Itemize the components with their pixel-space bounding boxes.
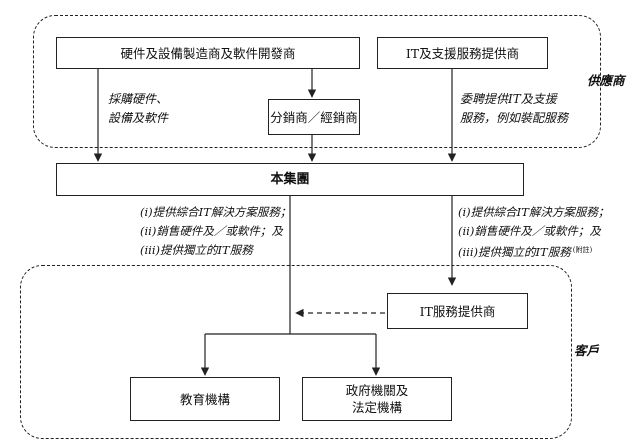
hardware-software-supplier-label: 硬件及設備製造商及軟件開發商 [120, 45, 296, 61]
right-service-3-row: (iii)提供獨立的IT服務(附註) [458, 241, 609, 262]
group-label: 本集團 [270, 172, 310, 187]
procure-label-line2: 設備及軟件 [108, 111, 169, 125]
procure-label-line1: 採購硬件、 [108, 92, 169, 106]
hardware-software-supplier-box: 硬件及設備製造商及軟件開發商 [56, 37, 360, 69]
outsource-label-line1: 委聘提供IT及支援 [460, 92, 557, 106]
suppliers-region-label: 供應商 [587, 73, 625, 88]
group-box: 本集團 [56, 163, 524, 196]
outsource-label-line2: 服務，例如裝配服務 [460, 111, 569, 125]
right-service-2: (ii)銷售硬件及／或軟件；及 [458, 224, 601, 238]
right-service-1: (i)提供綜合IT解決方案服務； [458, 205, 610, 219]
government-label-line1: 政府機關及 [345, 383, 409, 398]
right-services-label: (i)提供綜合IT解決方案服務； (ii)銷售硬件及／或軟件；及 (iii)提供… [458, 203, 609, 262]
distributor-box: 分銷商／經銷商 [268, 99, 360, 135]
it-service-provider-box: IT服務提供商 [387, 293, 528, 329]
it-support-supplier-box: IT及支援服務提供商 [377, 37, 548, 69]
left-service-2: (ii)銷售硬件及／或軟件；及 [140, 224, 283, 238]
government-label-line2: 法定機構 [351, 400, 402, 415]
left-service-1: (i)提供綜合IT解決方案服務； [140, 205, 292, 219]
note-mark: (附註) [572, 246, 593, 254]
it-support-supplier-label: IT及支援服務提供商 [405, 45, 520, 61]
distributor-label: 分銷商／經銷商 [270, 109, 358, 125]
outsource-label: 委聘提供IT及支援 服務，例如裝配服務 [460, 90, 568, 128]
right-service-3: (iii)提供獨立的IT服務 [458, 245, 571, 259]
it-service-provider-label: IT服務提供商 [419, 303, 496, 319]
education-label: 教育機構 [179, 391, 230, 407]
suppliers-region [33, 15, 601, 148]
procure-label: 採購硬件、 設備及軟件 [108, 90, 168, 128]
left-service-3: (iii)提供獨立的IT服務 [140, 243, 253, 257]
customers-region-label: 客戶 [574, 343, 600, 358]
government-box: 政府機關及 法定機構 [302, 377, 452, 421]
education-box: 教育機構 [130, 377, 280, 421]
customers-region [20, 265, 572, 439]
left-services-label: (i)提供綜合IT解決方案服務； (ii)銷售硬件及／或軟件；及 (iii)提供… [140, 203, 291, 260]
